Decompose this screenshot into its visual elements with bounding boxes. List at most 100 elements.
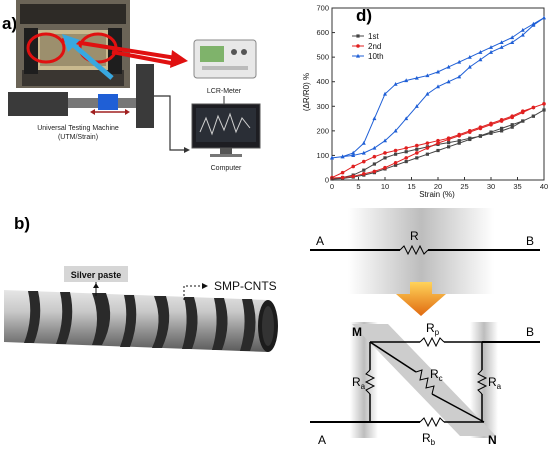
series-point [489,50,493,54]
y-tick-label: 300 [316,102,329,111]
series-point [499,119,504,123]
series-point [489,122,493,127]
series-point [436,148,440,153]
legend-label: 10th [368,52,384,61]
series-point [478,50,483,54]
x-tick-label: 30 [487,182,495,191]
series-point [394,163,398,167]
series-point [414,75,419,80]
series-point [383,156,387,160]
series-point [478,126,483,131]
series-point [414,104,419,108]
resistor-r [399,244,429,256]
series-point [383,165,387,170]
series-point [340,175,345,180]
series-point [340,154,345,159]
series-point [542,108,546,112]
series-point [351,153,356,158]
series-point [499,45,504,49]
series-point [393,148,398,153]
legend-label: 1st [368,32,379,41]
y-tick-label: 700 [316,4,329,13]
series-point [425,91,430,96]
x-axis-label: Strain (%) [419,190,455,199]
legend-marker [356,53,360,58]
series-point [330,155,334,160]
series-point [510,40,515,44]
series-point [415,156,419,160]
panel-b-label: b) [14,214,31,233]
ra-right-label: Ra [488,375,502,391]
series-point [457,59,462,64]
series-point [521,119,525,123]
series-point [489,45,493,49]
series-point [404,159,408,164]
series-point [351,150,356,155]
rp-label: Rp [426,321,440,337]
series-point [457,133,461,138]
series-point [372,145,377,150]
series-point [393,161,398,165]
series-point [468,130,472,134]
legend-item: 1st [352,32,379,41]
series-point [393,81,398,86]
top-node-b: B [526,234,534,248]
x-tick-label: 0 [330,182,334,191]
node-m: M [352,325,362,339]
panel-a: a) [0,0,300,195]
y-tick-label: 600 [316,28,329,37]
series-point [362,159,366,164]
series-point [457,141,461,145]
computer [191,103,261,157]
series-point [340,170,345,175]
y-axis-label: (ΔR/R0) % [302,73,311,111]
resistor-ra-left [364,369,376,395]
series-point [404,150,408,154]
series-point [531,105,536,110]
series-point [383,138,387,143]
series-point [436,141,440,145]
series-point [404,78,409,83]
legend-item: 10th [352,52,384,61]
x-tick-label: 5 [356,182,360,191]
utm-caption-1: Universal Testing Machine [37,125,119,132]
chart-series-group [330,15,546,181]
series-point [510,35,515,40]
rb-label: Rb [422,431,436,447]
series-point [467,54,472,59]
top-r-label: R [410,229,419,243]
n-shape [350,322,498,438]
series-point [468,137,472,142]
series-point [542,15,546,20]
ra-left-label: Ra [352,375,366,391]
series-point [520,27,525,32]
panel-a-schematic: Universal Testing Machine (UTM/Strain) L… [8,0,261,172]
series-point [404,116,409,121]
series-point [361,140,366,145]
y-tick-label: 100 [316,151,329,160]
smp-cnts-label: SMP-CNTS [214,279,277,293]
series-point [404,156,408,160]
resistor-ra-right [476,369,488,395]
series-point [383,151,387,155]
series-point [394,152,398,156]
series-point [372,154,377,159]
series-point [531,23,536,27]
lcr-meter [193,39,257,79]
utm-caption-2: (UTM/Strain) [58,134,98,141]
legend-item: 2nd [352,42,381,51]
series-10th [330,15,546,160]
wire-arrows [61,38,188,68]
series-point [520,32,525,37]
series-point [436,84,440,89]
lcr-caption: LCR-Meter [207,88,242,95]
series-point [351,164,355,169]
series-point [489,130,493,134]
legend-marker [356,44,360,48]
series-point [499,40,504,44]
series-point [447,145,451,149]
series-point [362,168,366,172]
x-tick-label: 25 [460,182,468,191]
